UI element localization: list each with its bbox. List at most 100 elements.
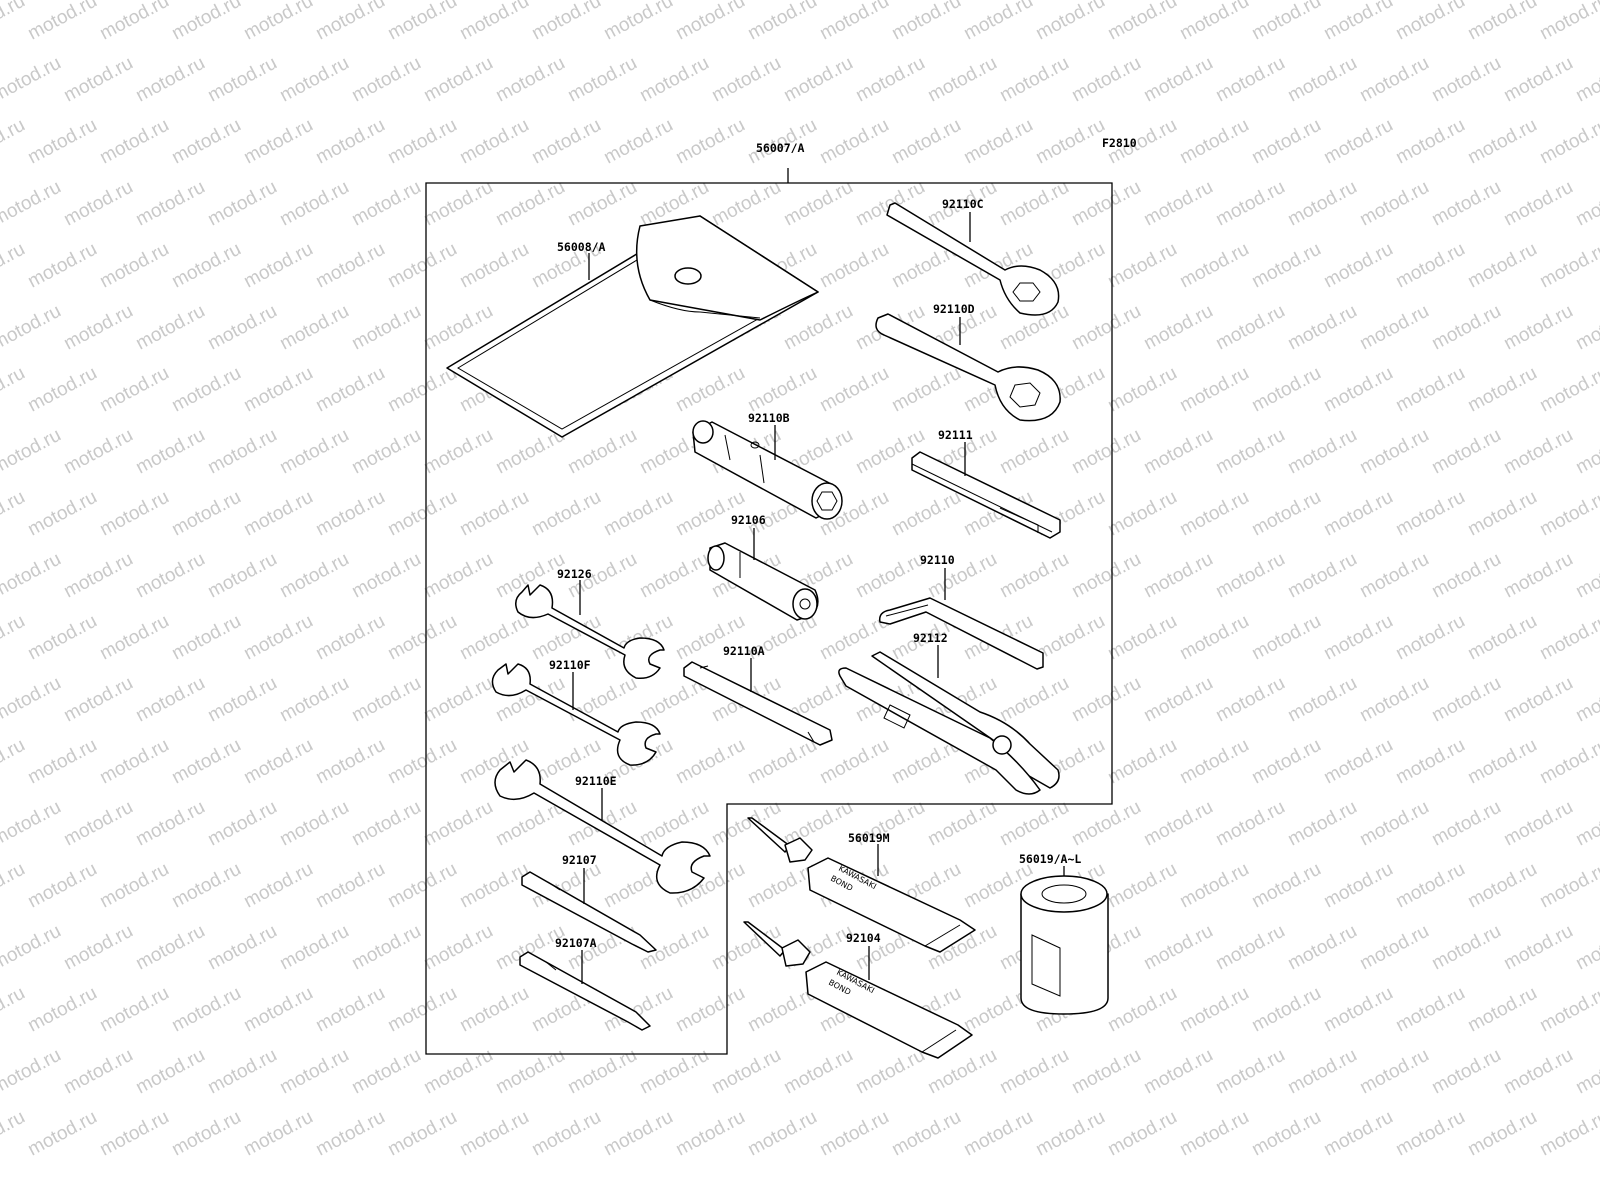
tommy-bar-92111[interactable] xyxy=(911,451,1061,539)
watermark-text: motod.ru xyxy=(24,115,100,169)
watermark-text: motod.ru xyxy=(1464,0,1540,44)
watermark-text: motod.ru xyxy=(816,363,892,417)
watermark-text: motod.ru xyxy=(960,0,1036,44)
watermark-text: motod.ru xyxy=(312,859,388,913)
watermark-text: motod.ru xyxy=(1104,1107,1180,1161)
watermark-text: motod.ru xyxy=(132,797,208,851)
tool-pouch-56008a[interactable] xyxy=(446,215,819,438)
watermark-text: motod.ru xyxy=(1068,425,1144,479)
watermark-text: motod.ru xyxy=(1356,921,1432,975)
watermark-text: motod.ru xyxy=(276,301,352,355)
part-label-92110b: 92110B xyxy=(748,411,790,425)
spanner-92110a[interactable] xyxy=(683,661,833,746)
watermark-text: motod.ru xyxy=(528,0,604,44)
open-wrench-92110e[interactable] xyxy=(494,759,711,894)
watermark-text: motod.ru xyxy=(1572,53,1600,107)
watermark-text: motod.ru xyxy=(24,487,100,541)
watermark-text: motod.ru xyxy=(384,735,460,789)
watermark-text: motod.ru xyxy=(564,673,640,727)
screwdriver-bit-92107[interactable] xyxy=(521,871,657,953)
watermark-text: motod.ru xyxy=(1284,1045,1360,1099)
watermark-text: motod.ru xyxy=(204,301,280,355)
watermark-layer: motod.rumotod.rumotod.rumotod.rumotod.ru… xyxy=(0,0,1600,1160)
watermark-text: motod.ru xyxy=(132,425,208,479)
watermark-text: motod.ru xyxy=(1572,673,1600,727)
socket-92106[interactable] xyxy=(707,542,819,621)
watermark-text: motod.ru xyxy=(1428,921,1504,975)
watermark-text: motod.ru xyxy=(240,1107,316,1161)
watermark-text: motod.ru xyxy=(0,983,29,1037)
watermark-text: motod.ru xyxy=(384,611,460,665)
watermark-text: motod.ru xyxy=(816,239,892,293)
watermark-text: motod.ru xyxy=(348,53,424,107)
watermark-text: motod.ru xyxy=(1536,735,1600,789)
watermark-text: motod.ru xyxy=(672,735,748,789)
watermark-text: motod.ru xyxy=(1428,53,1504,107)
screwdriver-bit-92107a[interactable] xyxy=(519,951,651,1031)
watermark-text: motod.ru xyxy=(1356,301,1432,355)
watermark-text: motod.ru xyxy=(168,611,244,665)
watermark-text: motod.ru xyxy=(312,239,388,293)
watermark-text: motod.ru xyxy=(1464,859,1540,913)
watermark-text: motod.ru xyxy=(1536,363,1600,417)
watermark-text: motod.ru xyxy=(492,177,568,231)
watermark-text: motod.ru xyxy=(276,425,352,479)
watermark-text: motod.ru xyxy=(1572,921,1600,975)
open-wrench-92110f[interactable] xyxy=(491,663,661,766)
watermark-text: motod.ru xyxy=(1356,53,1432,107)
watermark-text: motod.ru xyxy=(1284,425,1360,479)
watermark-text: motod.ru xyxy=(996,53,1072,107)
watermark-text: motod.ru xyxy=(60,1045,136,1099)
watermark-text: motod.ru xyxy=(348,797,424,851)
watermark-text: motod.ru xyxy=(276,673,352,727)
pliers-92112[interactable] xyxy=(838,651,1060,795)
hex-key-92110[interactable] xyxy=(878,597,1044,670)
watermark-text: motod.ru xyxy=(312,1107,388,1161)
watermark-text: motod.ru xyxy=(672,1107,748,1161)
part-label-92110a: 92110A xyxy=(723,644,765,658)
watermark-text: motod.ru xyxy=(1068,549,1144,603)
watermark-text: motod.ru xyxy=(1536,487,1600,541)
watermark-text: motod.ru xyxy=(1572,797,1600,851)
watermark-text: motod.ru xyxy=(564,1045,640,1099)
open-wrench-92126[interactable] xyxy=(515,584,665,680)
watermark-text: motod.ru xyxy=(1140,797,1216,851)
socket-92110b[interactable] xyxy=(692,420,843,520)
ring-wrench-92110c[interactable] xyxy=(886,202,1060,316)
watermark-text: motod.ru xyxy=(1392,983,1468,1037)
watermark-text: motod.ru xyxy=(708,177,784,231)
watermark-text: motod.ru xyxy=(348,549,424,603)
watermark-text: motod.ru xyxy=(1068,1045,1144,1099)
watermark-text: motod.ru xyxy=(1140,673,1216,727)
watermark-text: motod.ru xyxy=(24,611,100,665)
watermark-text: motod.ru xyxy=(348,673,424,727)
watermark-text: motod.ru xyxy=(96,0,172,44)
watermark-text: motod.ru xyxy=(996,797,1072,851)
chemical-can-56019a-l[interactable] xyxy=(1020,875,1109,1015)
figure-code: F2810 xyxy=(1102,136,1137,150)
part-label-92110e: 92110E xyxy=(575,774,617,788)
watermark-text: motod.ru xyxy=(1320,487,1396,541)
watermark-text: motod.ru xyxy=(1392,363,1468,417)
part-label-92110d: 92110D xyxy=(933,302,975,316)
watermark-text: motod.ru xyxy=(312,0,388,44)
watermark-text: motod.ru xyxy=(1320,239,1396,293)
watermark-text: motod.ru xyxy=(168,115,244,169)
watermark-text: motod.ru xyxy=(240,983,316,1037)
part-label-92112: 92112 xyxy=(913,631,948,645)
watermark-text: motod.ru xyxy=(528,487,604,541)
watermark-text: motod.ru xyxy=(1464,487,1540,541)
watermark-text: motod.ru xyxy=(996,1045,1072,1099)
watermark-text: motod.ru xyxy=(0,301,65,355)
watermark-text: motod.ru xyxy=(96,239,172,293)
watermark-text: motod.ru xyxy=(384,983,460,1037)
watermark-text: motod.ru xyxy=(1248,239,1324,293)
watermark-text: motod.ru xyxy=(1140,425,1216,479)
watermark-text: motod.ru xyxy=(852,1045,928,1099)
watermark-text: motod.ru xyxy=(276,177,352,231)
ring-wrench-92110d[interactable] xyxy=(875,313,1061,422)
watermark-text: motod.ru xyxy=(456,859,532,913)
watermark-text: motod.ru xyxy=(0,859,29,913)
watermark-text: motod.ru xyxy=(1320,0,1396,44)
watermark-text: motod.ru xyxy=(96,611,172,665)
